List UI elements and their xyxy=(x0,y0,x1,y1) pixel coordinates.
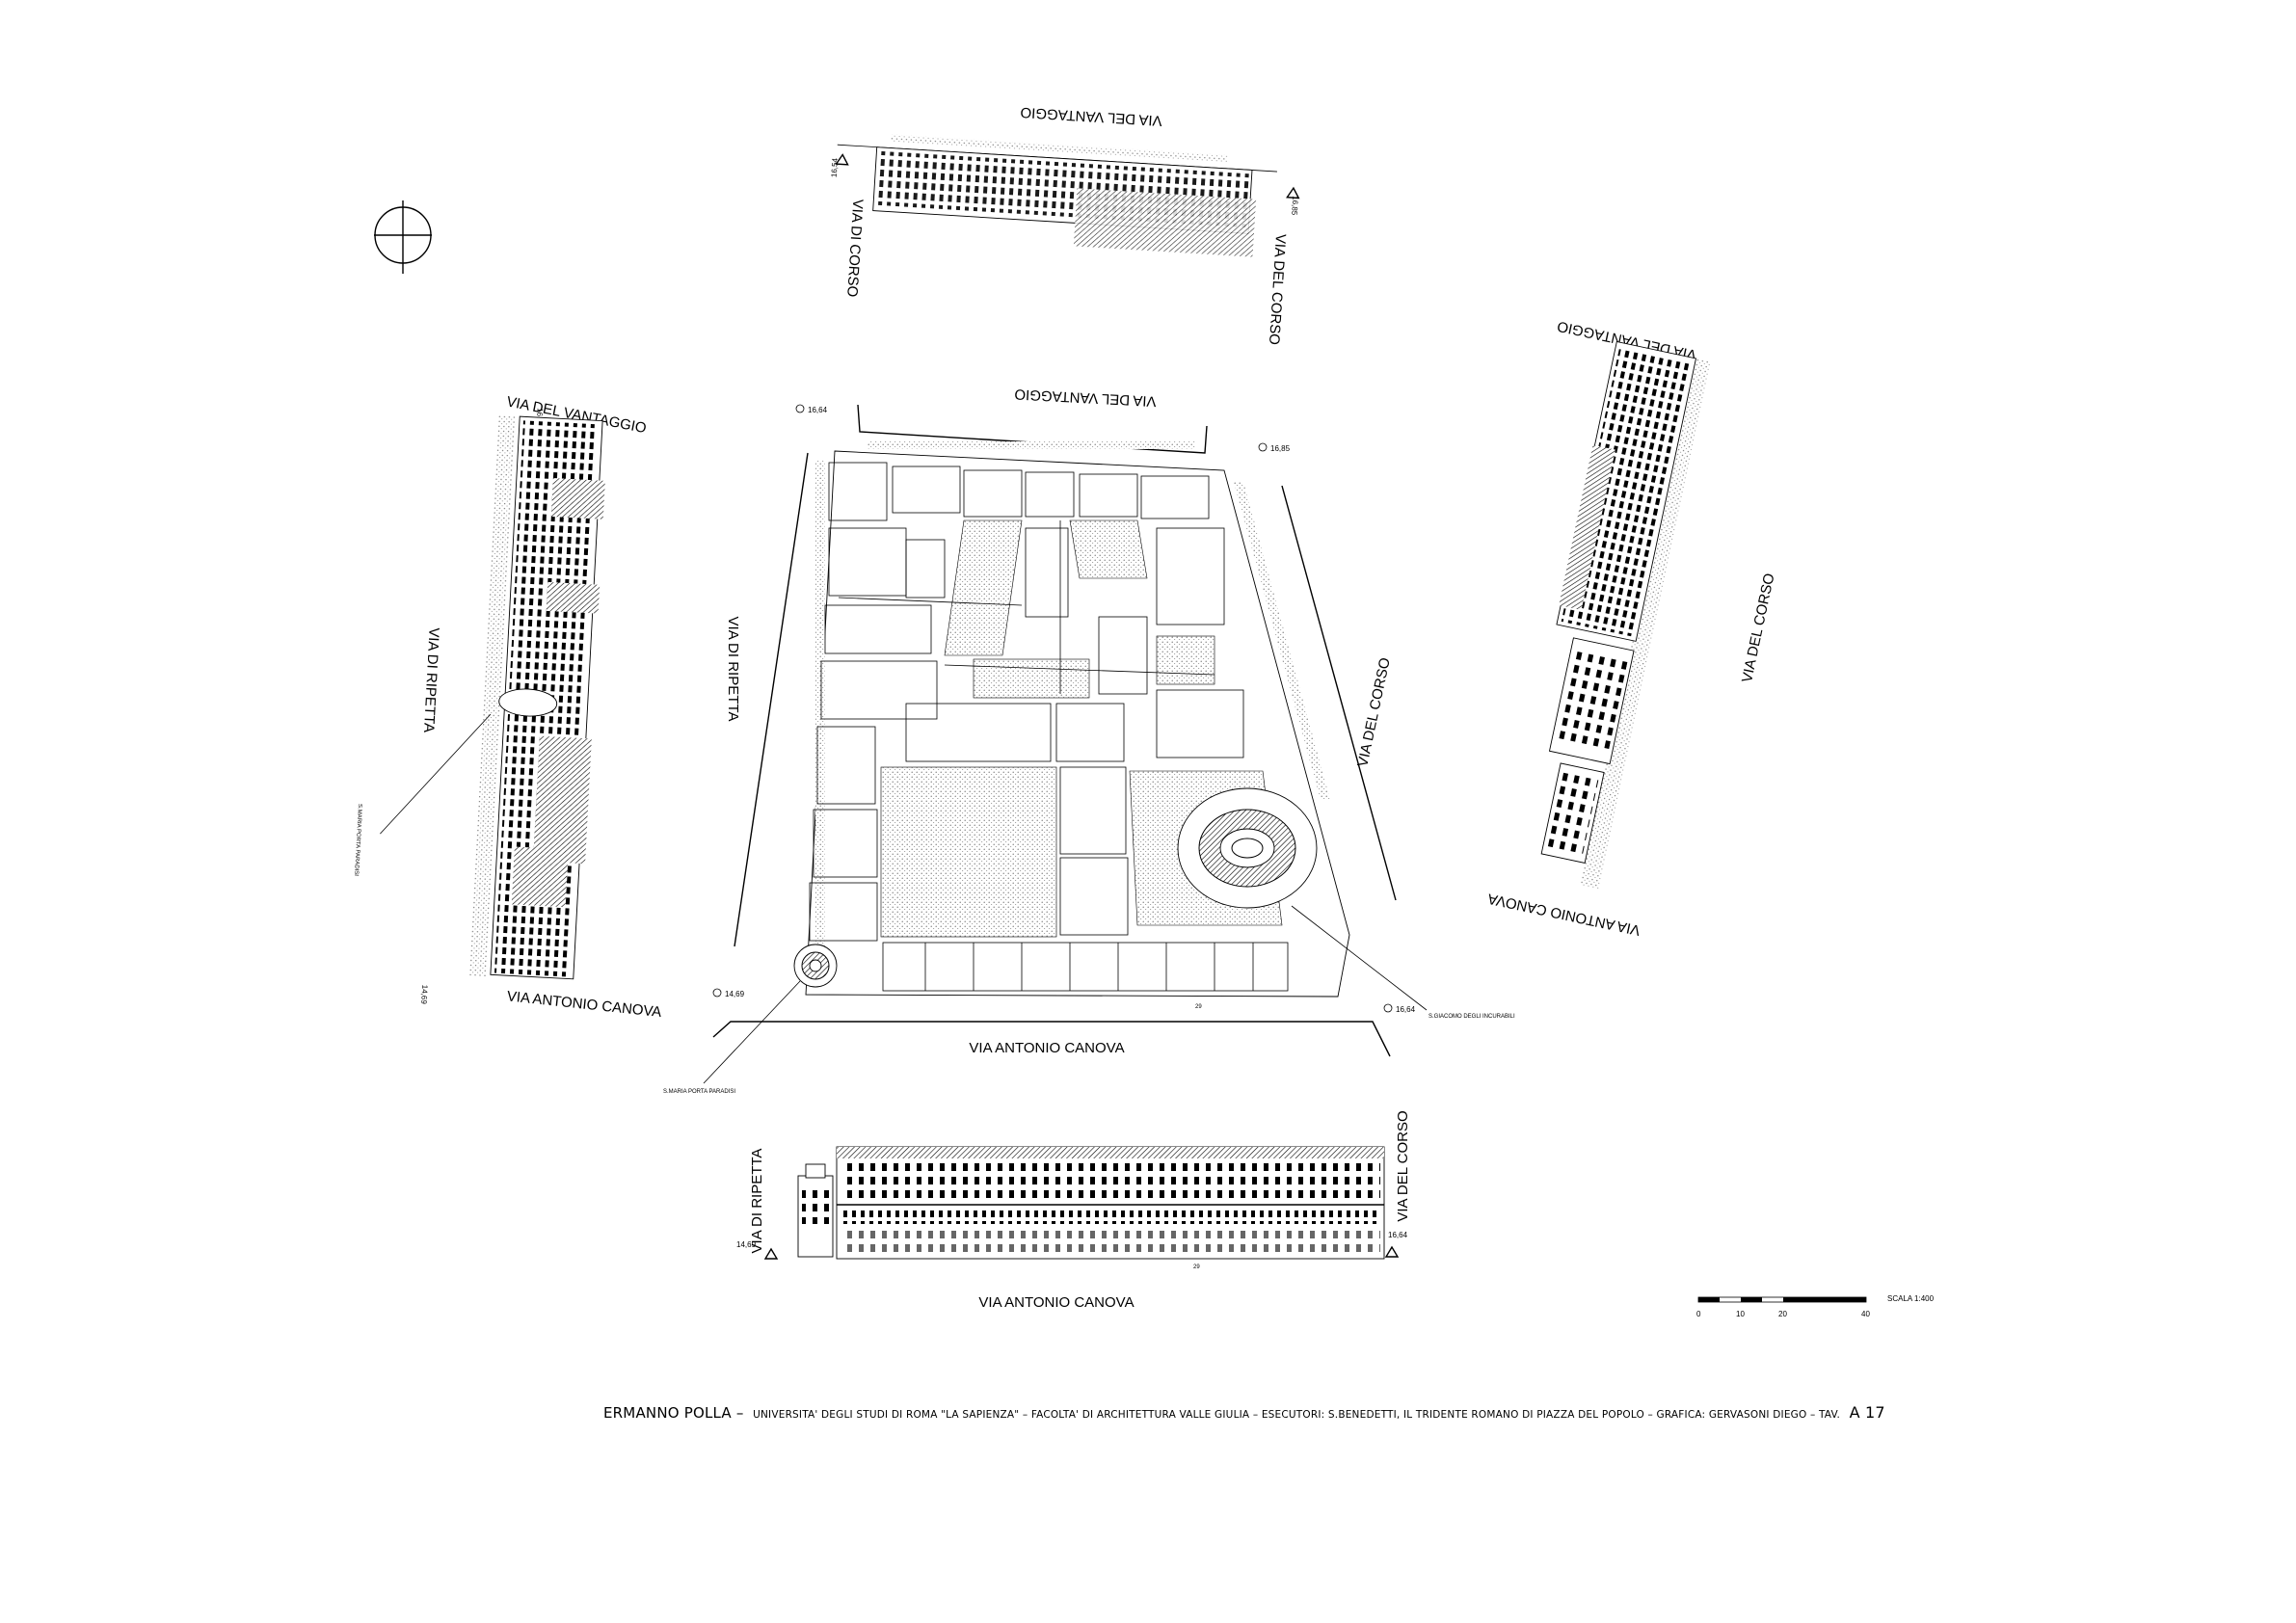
label-via-del-vantaggio-top: VIA DEL VANTAGGIO xyxy=(1020,104,1162,129)
civic-numbers-north xyxy=(868,441,1195,449)
label-via-del-corso-right: VIA DEL CORSO xyxy=(1739,572,1778,683)
facade-shadow xyxy=(1073,188,1257,257)
church-porta-paradisi-plan xyxy=(793,944,838,988)
street-line-corso xyxy=(1281,485,1397,901)
leader-porta-paradisi xyxy=(703,980,801,1084)
elevation-bottom-right: 16,64 xyxy=(1388,1231,1408,1239)
elevation-marker-se: 16,64 xyxy=(1383,1003,1416,1014)
label-s-giacomo: S.GIACOMO DEGLI INCURABILI xyxy=(1428,1014,1515,1020)
scale-tick-10: 10 xyxy=(1736,1310,1745,1318)
elevation-via-del-vantaggio: VIA DEL VANTAGGIO 16,54 16,85 VIA DI COR… xyxy=(830,104,1300,345)
civic-numbers-column-right xyxy=(1580,358,1712,891)
sheet-number: A 17 xyxy=(1849,1403,1885,1422)
label-via-antonio-canova-plan: VIA ANTONIO CANOVA xyxy=(969,1040,1124,1056)
scale-label: SCALA 1:400 xyxy=(1887,1294,1935,1303)
label-via-di-ripetta-bottom: VIA DI RIPETTA xyxy=(749,1149,765,1254)
label-s-maria-porta-paradisi: S.MARIA PORTA PARADISI xyxy=(663,1089,735,1095)
civic-numbers-west xyxy=(815,461,825,981)
courtyard-north-central xyxy=(973,658,1090,699)
svg-text:16,85: 16,85 xyxy=(1270,444,1291,453)
elevation-top-right: 16,85 xyxy=(1290,196,1299,216)
scale-tick-20: 20 xyxy=(1778,1310,1787,1318)
elevation-top-left: 16,54 xyxy=(830,157,840,177)
title-text: UNIVERSITA' DEGLI STUDI DI ROMA "LA SAPI… xyxy=(753,1409,1841,1421)
courtyard-diagonal xyxy=(944,519,1023,656)
svg-text:14,69: 14,69 xyxy=(725,990,745,998)
title-block: ERMANNO POLLA – UNIVERSITA' DEGLI STUDI … xyxy=(603,1403,1885,1422)
svg-text:16,64: 16,64 xyxy=(808,406,828,414)
site-plan: VIA DEL VANTAGGIO VIA DI RIPETTA VIA DEL… xyxy=(663,386,1515,1095)
church-s-giacomo-plan xyxy=(1177,787,1318,909)
elevation-via-del-corso: VIA DEL VANTAGGIO VIA DEL CORSO VIA ANTO… xyxy=(1486,318,1778,939)
civic-numbers-east xyxy=(1234,482,1330,800)
street-line-ripetta xyxy=(734,452,809,947)
scale-tick-40: 40 xyxy=(1861,1310,1870,1318)
courtyard-central xyxy=(880,766,1057,938)
elevation-via-di-ripetta: VIA DEL VANTAGGIO 16,54 VIA DI RIPETTA S… xyxy=(353,393,662,1021)
building-cells xyxy=(809,462,1289,992)
label-via-del-corso-top: VIA DEL CORSO xyxy=(1266,233,1289,345)
civic-number-canova: 29 xyxy=(1195,1004,1202,1010)
label-via-di-ripetta-plan: VIA DI RIPETTA xyxy=(725,617,741,722)
elevation-bottom-left: 14,69 xyxy=(736,1240,757,1249)
dome-porta-paradisi xyxy=(498,688,558,717)
label-via-antonio-canova-bottom: VIA ANTONIO CANOVA xyxy=(978,1294,1134,1311)
elevation-marker-ne: 16,85 xyxy=(1258,442,1291,453)
label-via-del-vantaggio-plan: VIA DEL VANTAGGIO xyxy=(1014,386,1157,410)
label-via-antonio-canova-right: VIA ANTONIO CANOVA xyxy=(1486,891,1642,939)
label-via-di-ripetta-left: VIA DI RIPETTA xyxy=(420,627,442,733)
label-via-di-corso-top: VIA DI CORSO xyxy=(843,199,866,298)
north-arrow-icon xyxy=(374,200,432,274)
civic-numbers-column xyxy=(468,414,517,977)
label-via-del-corso-plan: VIA DEL CORSO xyxy=(1354,656,1394,768)
svg-text:29: 29 xyxy=(1193,1264,1200,1270)
title-author: ERMANNO POLLA – xyxy=(603,1404,744,1422)
elevation-marker-sw: 14,69 xyxy=(712,988,745,998)
label-via-antonio-canova-left: VIA ANTONIO CANOVA xyxy=(506,988,662,1021)
scale-bar: SCALA 1:400 0 10 20 40 xyxy=(1696,1294,1935,1318)
label-porta-paradisi-left: S.MARIA PORTA PARADISI xyxy=(353,804,362,877)
civic-numbers-row xyxy=(891,134,1228,163)
svg-text:16,64: 16,64 xyxy=(1396,1005,1416,1014)
leader-incurabili xyxy=(1291,905,1428,1011)
scale-tick-0: 0 xyxy=(1696,1310,1701,1318)
label-via-del-corso-bottom: VIA DEL CORSO xyxy=(1395,1110,1411,1221)
street-line-canova xyxy=(712,1021,1391,1057)
elevation-left-bottom: 14,69 xyxy=(419,985,429,1005)
elevation-via-antonio-canova: VIA DI RIPETTA VIA DEL CORSO 14,69 16,64… xyxy=(736,1110,1411,1311)
elevation-marker-nw: 16,64 xyxy=(795,404,828,414)
